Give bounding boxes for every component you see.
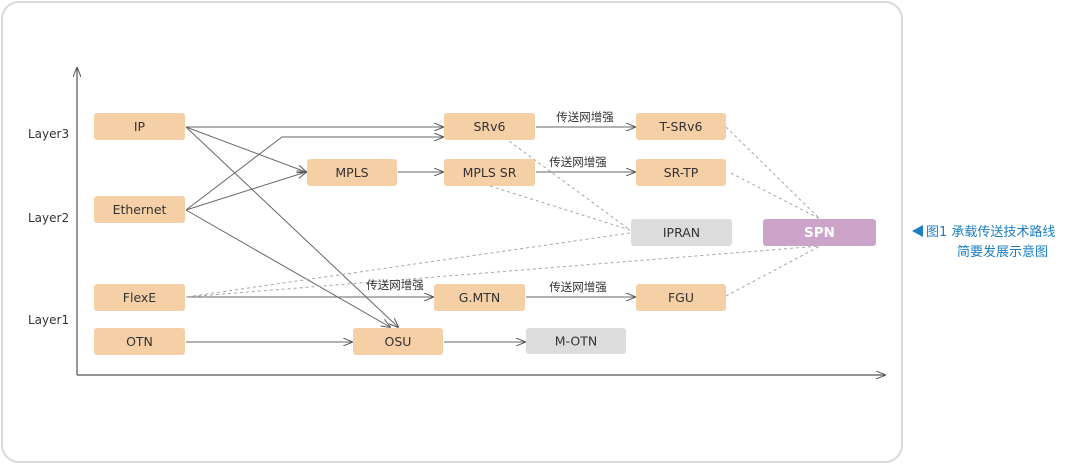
node-mpls-sr: MPLS SR	[444, 159, 535, 186]
node-tsrv6: T-SRv6	[636, 113, 726, 140]
edge-ethernet-to-osu	[185, 209, 390, 327]
node-label-ethernet: Ethernet	[113, 202, 167, 217]
edge-ip-to-mpls	[185, 126, 306, 172]
edge-ip-to-osu	[185, 126, 398, 327]
node-box-tsrv6	[636, 113, 726, 140]
node-label-srtp: SR-TP	[664, 165, 699, 180]
edge-label-mpls_sr-to-srtp: 传送网增强	[549, 155, 607, 169]
edge-srtp-to-spn	[730, 172, 821, 220]
edge-label-gmtn-to-fgu: 传送网增强	[549, 280, 607, 294]
node-fgu: FGU	[636, 284, 726, 311]
node-srtp: SR-TP	[636, 159, 726, 186]
caption-pointer-icon	[912, 225, 923, 237]
layer-label-layer3: Layer3	[28, 127, 69, 141]
node-box-mpls	[307, 159, 397, 186]
node-otn: OTN	[94, 328, 185, 355]
node-spn: SPN	[763, 219, 876, 246]
edge-fgu-to-spn	[725, 245, 821, 297]
edge-ethernet-to-srv6	[185, 137, 443, 211]
node-label-osu: OSU	[385, 334, 412, 349]
node-label-gmtn: G.MTN	[459, 290, 500, 305]
node-ip: IP	[94, 113, 185, 140]
node-box-mpls-sr	[444, 159, 535, 186]
node-label-motn: M-OTN	[555, 334, 597, 349]
node-label-ip: IP	[134, 119, 146, 134]
edge-flexe-to-spn	[185, 245, 821, 298]
node-label-srv6: SRv6	[474, 119, 506, 134]
node-box-srv6	[444, 113, 535, 140]
edges	[185, 126, 821, 342]
node-label-flexe: FlexE	[123, 290, 157, 305]
node-box-spn	[763, 219, 876, 246]
edge-srv6-to-ipran	[489, 126, 631, 231]
node-box-fgu	[636, 284, 726, 311]
node-mpls: MPLS	[307, 159, 397, 186]
layer-label-layer1: Layer1	[28, 313, 69, 327]
node-box-osu	[353, 328, 443, 355]
node-flexe: FlexE	[94, 284, 185, 311]
node-box-srtp	[636, 159, 726, 186]
node-label-mpls: MPLS	[335, 165, 368, 180]
node-box-ipran	[631, 219, 732, 246]
edge-tsrv6-to-spn	[725, 126, 821, 220]
node-srv6: SRv6	[444, 113, 535, 140]
edge-label-srv6-to-tsrv6: 传送网增强	[556, 110, 614, 124]
caption-line-2: 简要发展示意图	[957, 245, 1049, 260]
node-ethernet: Ethernet	[94, 196, 185, 223]
edge-labels: 传送网增强传送网增强传送网增强传送网增强	[366, 110, 614, 294]
edge-mpls_sr-to-ipran	[489, 185, 631, 231]
axes	[77, 68, 885, 375]
node-box-motn	[526, 328, 626, 354]
layer-label-layer2: Layer2	[28, 211, 69, 225]
node-motn: M-OTN	[526, 328, 626, 354]
node-ipran: IPRAN	[631, 219, 732, 246]
node-box-ip	[94, 113, 185, 140]
node-osu: OSU	[353, 328, 443, 355]
node-label-fgu: FGU	[668, 290, 694, 305]
diagram-panel	[1, 1, 903, 463]
node-box-ethernet	[94, 196, 185, 223]
edge-ethernet-to-mpls	[185, 172, 306, 211]
node-box-gmtn	[434, 284, 525, 311]
node-gmtn: G.MTN	[434, 284, 525, 311]
edge-ipran-to-flexe	[185, 232, 631, 298]
edge-label-flexe-to-gmtn: 传送网增强	[366, 278, 424, 292]
node-box-otn	[94, 328, 185, 355]
node-box-flexe	[94, 284, 185, 311]
node-label-spn: SPN	[804, 225, 835, 241]
node-label-mpls-sr: MPLS SR	[463, 165, 517, 180]
node-label-tsrv6: T-SRv6	[659, 119, 703, 134]
figure-caption: 图1 承载传送技术路线 简要发展示意图	[912, 223, 1055, 263]
caption-line-1: 图1 承载传送技术路线	[926, 225, 1056, 240]
node-label-ipran: IPRAN	[663, 225, 700, 240]
node-label-otn: OTN	[126, 334, 153, 349]
